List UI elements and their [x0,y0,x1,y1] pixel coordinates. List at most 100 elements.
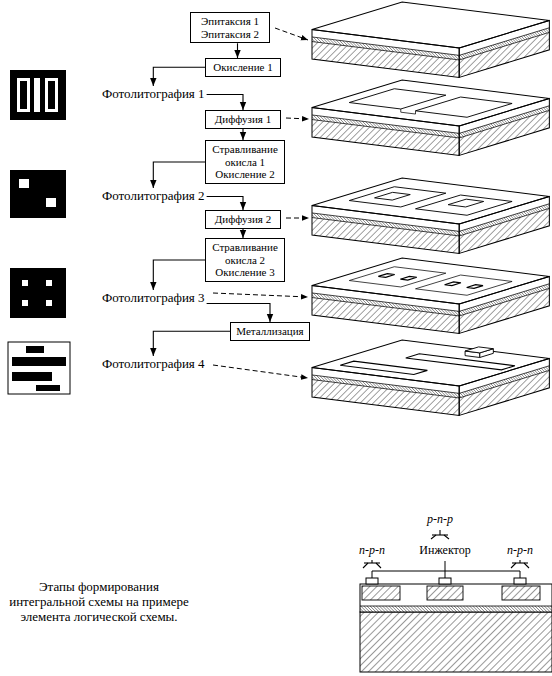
photomask-3 [10,268,66,318]
wafer-diffusion-2-part [448,199,484,207]
cross-section-part [445,561,446,578]
wafer-contacts-part [312,258,549,333]
wafer-metallization-part [340,361,427,374]
wafer-epitaxy [312,2,549,77]
flow-arrow [153,162,205,188]
wafer-metallization-part [465,347,493,353]
transistor-symbol-part [519,560,520,563]
photomask-3-part [10,268,66,318]
cross-section-part [427,586,463,600]
dashed-pointer-part [286,218,309,219]
cross-section-part [360,606,552,612]
photomask-1 [10,70,66,120]
node-text: Диффузия 1 [209,113,277,126]
photomask-1-part [20,81,27,109]
photomask-1-part [34,78,40,112]
node-text: Эпитаксия 2 [194,28,266,41]
cross-section-part [366,578,378,584]
photomask-3-part [46,300,52,306]
wafer-metallization-part [406,354,515,370]
node-text: Диффузия 2 [209,213,277,226]
node-text: Фотолитография 4 [102,357,205,372]
wafer-diffusion-2-part [375,192,411,200]
wafer-contacts-part [400,276,416,280]
photomask-1-part [48,81,55,109]
flow-arrow [207,196,243,210]
flow-arrow [153,331,230,356]
process-box: Диффузия 1 [205,110,281,129]
node-text: Окисление 1 [209,61,277,74]
wafer-contacts-part [445,282,461,286]
transistor-symbol-part [371,560,372,563]
photomask-2-part [46,198,56,207]
photomask-1-part [17,78,30,112]
flow-arrow [242,229,243,238]
cross-section-part [502,586,540,600]
flow-arrow [153,260,205,290]
dashed-pointer-part [213,365,308,378]
wafer-diffusion-1 [312,80,549,155]
wafer-contacts-part [416,275,513,295]
photomask-4-part [26,346,44,353]
wafer-metallization-part [312,340,549,415]
node-text: Металлизация [234,325,306,338]
cross-section-part [360,612,552,672]
transistor-symbol-part [431,535,436,539]
wafer-epitaxy-part [312,2,549,77]
photomask-4-part [12,357,66,366]
wafer-diffusion-2 [312,178,549,253]
transistor-label: n-p-n [358,543,386,558]
wafer-diffusion-1-part [416,97,513,117]
process-box: Стравливание окисла 1 Окисление 2 [205,140,285,184]
cross-section-part [514,578,526,584]
transistor-symbol [363,530,529,568]
node-text: Стравливание окисла 2 Окисление 3 [209,241,281,279]
cross-section-part [439,578,451,584]
photomask-3-part [46,280,52,286]
photomask-4 [8,342,70,394]
wafer-metallization [312,340,549,415]
step-label: Фотолитография 3 [100,290,207,307]
transistor-symbol-part [524,563,529,568]
node-text: Фотолитография 1 [102,87,205,102]
flow-arrow [153,67,205,86]
wafer-diffusion-2-part [416,195,513,215]
dashed-pointer-part [213,293,308,297]
transistor-symbol-part [376,563,381,568]
step-label: Фотолитография 2 [100,188,207,205]
process-box: Диффузия 2 [205,210,281,229]
caption: Этапы формирования интегральной схемы на… [4,580,194,625]
photomask-4-part [12,372,52,381]
transistor-symbol-part [444,535,449,539]
wafer-diffusion-1-part [401,109,416,114]
wafer-contacts [312,258,549,333]
wafer-contacts-part [467,285,483,289]
node-text: Стравливание окисла 1 Окисление 2 [209,143,281,181]
transistor-label: p-n-p [426,512,454,527]
part-label: Инжектор [418,543,471,558]
photomask-4-part [8,342,70,394]
process-box: Стравливание окисла 2 Окисление 3 [205,238,285,282]
photomask-3-part [22,300,28,306]
dashed-pointer [213,28,309,378]
dashed-pointer-part [286,118,309,119]
photomask-1-part [45,78,58,112]
transistor-symbol-part [439,530,440,535]
node-text: Фотолитография 2 [102,189,205,204]
process-box: Окисление 1 [205,58,281,77]
photomask-2-part [10,170,66,218]
cross-section-part [360,584,552,612]
transistor-symbol-part [511,563,516,568]
photomask-1-part [10,70,66,120]
photomask-2 [10,170,66,218]
process-box: Эпитаксия 1Эпитаксия 2 [190,12,270,43]
photomask-3-part [22,280,28,286]
node-text: Эпитаксия 1 [194,15,266,28]
process-box: Металлизация [230,322,310,341]
step-label: Фотолитография 1 [100,86,207,103]
flow-arrow [242,129,243,140]
step-label: Фотолитография 4 [100,356,207,373]
photomask-2-part [19,179,29,188]
wafer-contacts-part [378,274,394,278]
